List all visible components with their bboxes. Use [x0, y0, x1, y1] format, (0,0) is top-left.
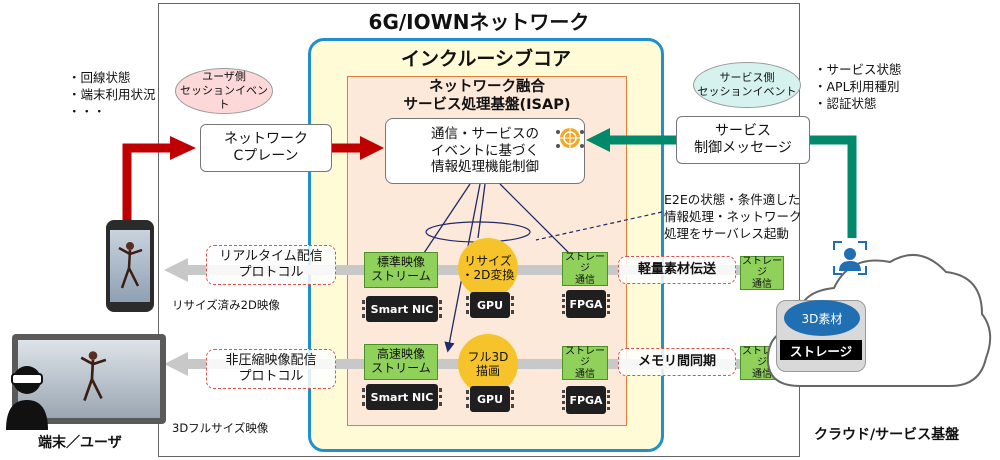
- cloud-comm1-line2: 通信: [752, 278, 772, 290]
- material-3d-badge: 3D素材: [784, 300, 860, 336]
- gpu-chip-2: GPU: [466, 386, 514, 412]
- user-event-line2: セッションイベント: [180, 84, 268, 111]
- storage-label: ストレージ: [789, 343, 853, 359]
- memory-sync-label: メモリ間同期: [637, 353, 716, 369]
- right-list-item: ・APL利用種別: [814, 78, 900, 94]
- right-status-list: ・サービス状態 ・APL利用種別 ・認証状態: [814, 62, 902, 113]
- network-cplane-box: ネットワーク Cプレーン: [200, 124, 332, 172]
- brain-icon: [556, 128, 584, 148]
- service-control-box: サービス 制御メッセージ: [676, 116, 810, 164]
- full3d-line1: フル3D: [467, 349, 509, 364]
- cloud-service-label: クラウド/サービス基盤: [814, 427, 960, 443]
- cloud-comm2-line2: 通信: [752, 368, 772, 380]
- rt-protocol-line2: プロトコル: [238, 265, 304, 280]
- isap-title: ネットワーク融合 サービス処理基盤(ISAP): [347, 78, 627, 114]
- cloud-comm1-line1: ストレージ: [742, 255, 782, 279]
- network-frame: [158, 3, 800, 457]
- left-list-item: ・・・: [68, 103, 106, 119]
- cloud-storage-comm-2: ストレージ 通信: [740, 346, 784, 380]
- storage2-line1: ストレージ: [565, 345, 605, 369]
- uc-protocol-line1: 非圧縮映像配信: [225, 352, 317, 368]
- realtime-protocol-box: リアルタイム配信 プロトコル: [206, 245, 336, 285]
- storage-comm-box: ストレージ 通信: [562, 252, 608, 286]
- cplane-line1: ネットワーク: [224, 130, 308, 147]
- smart-nic-chip: Smart NIC: [362, 296, 442, 322]
- service-ctrl-line2: 制御メッセージ: [694, 140, 792, 156]
- memory-sync-box: メモリ間同期: [618, 348, 736, 376]
- rt-protocol-line1: リアルタイム配信: [219, 248, 323, 264]
- right-list-item: ・認証状態: [814, 95, 877, 111]
- resize-line1: リサイズ: [464, 253, 512, 268]
- storage2-line2: 通信: [575, 368, 595, 380]
- std-stream-line2: ストリーム: [371, 269, 431, 283]
- service-event-line2: セッションイベント: [697, 85, 797, 98]
- left-list-item: ・回線状態: [68, 70, 131, 85]
- fpga-chip: FPGA: [562, 290, 610, 318]
- e2e-note: E2Eの状態・条件適した 情報処理・ネットワーク 処理をサーバレス起動: [664, 192, 802, 243]
- isap-title-line2: サービス処理基盤(ISAP): [403, 97, 571, 114]
- storage-comm-box-2: ストレージ 通信: [562, 346, 608, 380]
- cloud-storage-comm-1: ストレージ 通信: [740, 256, 784, 290]
- high-speed-stream-box: 高速映像 ストリーム: [364, 344, 438, 380]
- service-event-bubble: サービス側 セッションイベント: [693, 62, 801, 108]
- full3d-output-label: 3Dフルサイズ映像: [172, 421, 269, 435]
- e2e-line2: 情報処理・ネットワーク: [664, 208, 802, 224]
- terminal-user-label: 端末／ユーザ: [38, 435, 122, 451]
- resized-2d-label: リサイズ済み2D映像: [172, 298, 280, 312]
- storage-line1: ストレージ: [565, 251, 605, 275]
- dancer-icon: [80, 351, 107, 402]
- left-status-list: ・回線状態 ・端末利用状況 ・・・: [68, 70, 156, 121]
- light-transfer-box: 軽量素材伝送: [618, 256, 736, 284]
- light-transfer-label: 軽量素材伝送: [637, 261, 716, 277]
- right-list-item: ・サービス状態: [814, 62, 902, 77]
- event-process-line1: 通信・サービスの: [431, 125, 539, 142]
- core-title: インクルーシブコア: [400, 48, 572, 70]
- smart-nic-chip-2: Smart NIC: [362, 384, 442, 410]
- left-list-item: ・端末利用状況: [68, 86, 156, 102]
- uncompressed-protocol-box: 非圧縮映像配信 プロトコル: [206, 349, 336, 389]
- smartphone: [106, 220, 154, 312]
- fpga-chip-2: FPGA: [562, 386, 610, 414]
- service-ctrl-line1: サービス: [715, 122, 771, 139]
- vr-user-icon: [6, 366, 48, 430]
- event-process-box: 通信・サービスの イベントに基づく 情報処理機能制御: [385, 118, 585, 184]
- std-stream-line1: 標準映像: [376, 255, 425, 270]
- event-process-line2: イベントに基づく: [431, 142, 539, 159]
- user-event-bubble: ユーザ側 セッションイベント: [175, 68, 273, 114]
- full3d-circle: フル3D 描画: [458, 334, 518, 394]
- material-3d-label: 3D素材: [801, 311, 843, 326]
- hs-stream-line1: 高速映像: [376, 347, 425, 362]
- resize-line2: ・2D変換: [461, 268, 515, 282]
- full3d-line2: 描画: [475, 364, 500, 378]
- storage-line2: 通信: [575, 274, 595, 286]
- gpu-chip: GPU: [466, 292, 514, 318]
- hs-stream-line2: ストリーム: [371, 361, 431, 375]
- resize-circle: リサイズ ・2D変換: [458, 238, 518, 298]
- e2e-line3: 処理をサーバレス起動: [664, 225, 789, 241]
- standard-stream-box: 標準映像 ストリーム: [364, 252, 438, 288]
- cloud-comm2-line1: ストレージ: [742, 345, 782, 369]
- network-title: 6G/IOWNネットワーク: [368, 10, 590, 34]
- service-event-line1: サービス側: [719, 71, 775, 85]
- cplane-line2: Cプレーン: [233, 148, 299, 164]
- user-event-line1: ユーザ側: [202, 70, 246, 84]
- e2e-line1: E2Eの状態・条件適した: [664, 192, 801, 207]
- event-process-line3: 情報処理機能制御: [431, 159, 539, 176]
- isap-title-line1: ネットワーク融合: [429, 79, 545, 95]
- storage-badge: ストレージ: [780, 340, 862, 360]
- uc-protocol-line2: プロトコル: [238, 369, 304, 384]
- dancer-icon: [118, 242, 143, 289]
- user-profile-icon: [833, 241, 867, 275]
